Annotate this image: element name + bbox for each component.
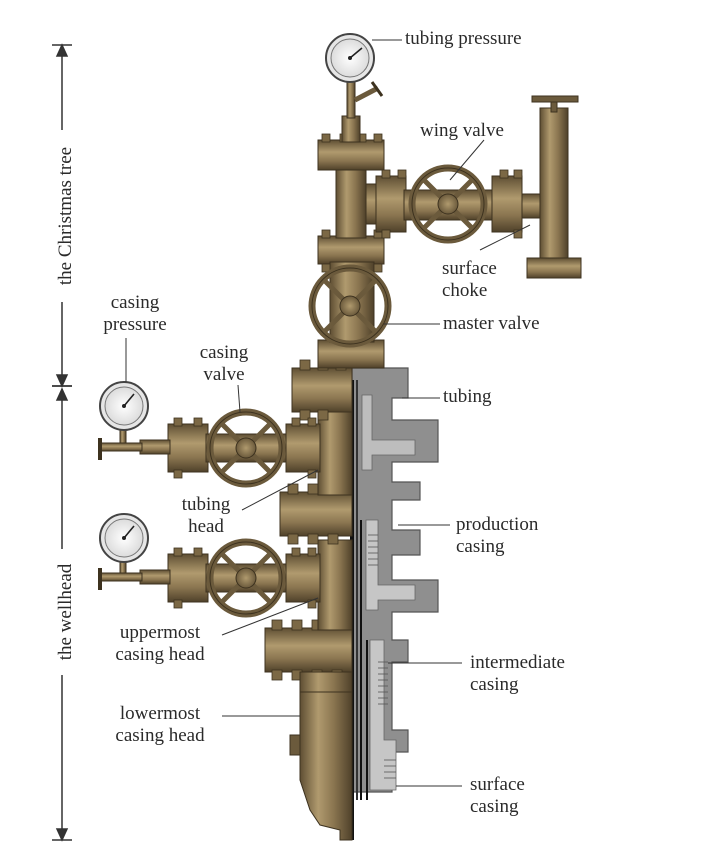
label-production-casing-line2: casing <box>456 536 505 557</box>
main-stack <box>264 115 385 841</box>
wing-valve-assembly <box>365 95 582 279</box>
label-lowermost-casing-head: lowermost casing head <box>98 703 222 747</box>
tubing-pressure-gauge <box>325 33 384 119</box>
lower-casing-valve-assembly <box>98 538 321 618</box>
label-surface-casing-line1: surface <box>470 774 525 795</box>
casing-valve-assembly <box>98 408 321 488</box>
label-casing-valve-line1: casing <box>199 342 249 363</box>
label-lowermost-casing-head-line2: casing head <box>115 725 205 746</box>
label-tubing-pressure: tubing pressure <box>405 28 522 49</box>
label-production-casing-line1: production <box>456 514 539 535</box>
master-valve-wheel <box>308 264 392 348</box>
thread-marks <box>368 534 396 779</box>
lower-casing-pressure-gauge <box>99 513 149 563</box>
label-casing-valve-line2: valve <box>203 364 245 385</box>
casing-pressure-gauge <box>99 381 149 431</box>
section-label-wellhead: the wellhead <box>55 549 77 675</box>
label-tubing: tubing <box>443 386 492 407</box>
label-intermediate-casing-line1: intermediate <box>470 652 565 673</box>
section-label-christmas-tree: the Christmas tree <box>55 130 77 302</box>
well-cross-section <box>350 367 439 840</box>
label-uppermost-casing-head-line2: casing head <box>115 644 205 665</box>
label-casing-pressure-line2: pressure <box>103 314 167 335</box>
label-casing-pressure: casing pressure <box>90 292 180 336</box>
label-surface-choke-line1: surface <box>442 258 497 279</box>
label-surface-choke-line2: choke <box>442 280 488 301</box>
label-lowermost-casing-head-line1: lowermost <box>119 703 201 724</box>
label-casing-pressure-line1: casing <box>110 292 160 313</box>
label-production-casing: production casing <box>456 514 538 558</box>
label-casing-valve: casing valve <box>184 342 264 386</box>
label-uppermost-casing-head: uppermost casing head <box>98 622 222 666</box>
label-master-valve: master valve <box>443 313 540 334</box>
label-surface-casing: surface casing <box>470 774 525 818</box>
label-tubing-head: tubing head <box>166 494 246 538</box>
label-surface-casing-line2: casing <box>470 796 519 817</box>
label-tubing-head-line2: head <box>188 516 224 537</box>
label-uppermost-casing-head-line1: uppermost <box>119 622 201 643</box>
leader-lines <box>125 39 531 787</box>
label-wing-valve: wing valve <box>420 120 504 141</box>
label-intermediate-casing-line2: casing <box>470 674 519 695</box>
label-tubing-head-line1: tubing <box>181 494 231 515</box>
label-surface-choke: surface choke <box>442 258 497 302</box>
label-intermediate-casing: intermediate casing <box>470 652 565 696</box>
